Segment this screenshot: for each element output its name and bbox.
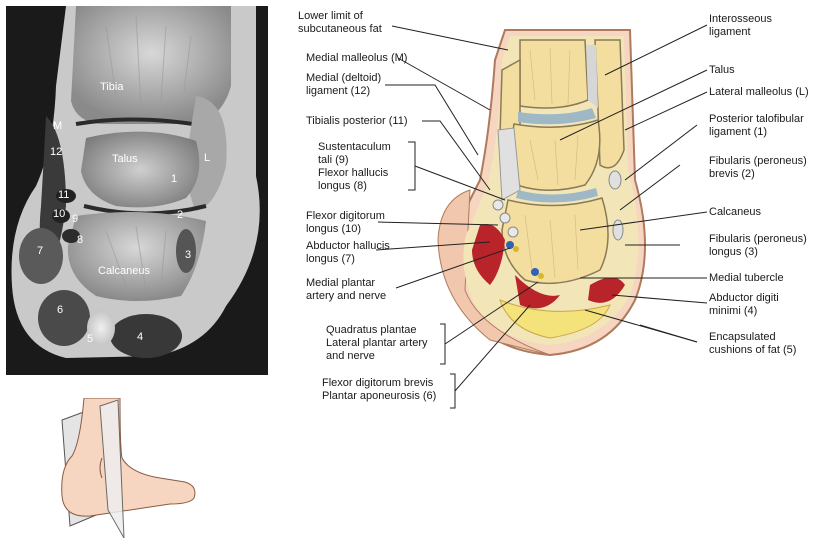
mri-label-5: 5 [87,333,94,345]
mri-label-9: 9 [72,213,79,225]
mri-label-7: 7 [37,245,44,257]
mri-label-2: 2 [177,209,184,221]
mri-image: Tibia M L 12 Talus 1 11 10 9 2 8 7 Calca… [6,6,268,375]
label-tibialis-posterior: Tibialis posterior (11) [306,115,408,127]
label-abductor-hallucis: Abductor hallucis longus (7) [306,240,390,265]
label-medial-plantar: Medial plantar artery and nerve [306,277,387,302]
label-abductor-digiti-minimi: Abductor digiti minimi (4) [709,292,779,317]
mri-tibia [71,6,231,124]
mri-label-m: M [53,120,63,132]
mri-label-8: 8 [77,234,84,246]
label-fibularis-longus: Fibularis (peroneus) longus (3) [709,233,807,258]
label-talus: Talus [709,64,735,76]
mri-drawing [6,6,268,375]
label-medial-tubercle: Medial tubercle [709,272,784,284]
mri-label-11: 11 [58,189,70,201]
label-encapsulated-fat: Encapsulated cushions of fat (5) [709,331,797,356]
mri-label-12: 12 [50,146,63,158]
foot-orientation-diagram [50,397,210,539]
mri-calcaneus [67,212,206,301]
mri-label-6: 6 [57,304,64,316]
label-lateral-malleolus: Lateral malleolus (L) [709,86,809,98]
label-lower-limit-subcutaneous-fat: Lower limit of subcutaneous fat [298,10,382,35]
label-deltoid-ligament: Medial (deltoid) ligament (12) [306,72,382,97]
mri-label-10: 10 [53,208,66,220]
mri-talus [81,131,200,208]
illus-abductor-hallucis [472,224,505,285]
illus-abductor-digiti [588,277,625,303]
label-calcaneus: Calcaneus [709,206,761,218]
illus-calcaneus [501,197,609,285]
label-interosseous-ligament: Interosseous ligament [709,13,772,38]
mri-label-4: 4 [137,331,144,343]
mri-label-3: 3 [185,249,192,261]
illus-tibia [519,39,589,109]
mri-label-tibia: Tibia [100,81,124,93]
label-flexor-digitorum-longus: Flexor digitorum longus (10) [306,210,385,235]
label-sustentaculum-fhl: Sustentaculum tali (9) Flexor hallucis l… [318,141,391,192]
illus-fibula [594,39,625,169]
label-fdb-plantar-aponeurosis: Flexor digitorum brevis Plantar aponeuro… [322,377,437,402]
label-quadratus-plantae: Quadratus plantae Lateral plantar artery… [326,324,428,362]
mri-label-talus: Talus [112,153,138,165]
label-medial-malleolus: Medial malleolus (M) [306,52,408,64]
mri-label-1: 1 [171,173,178,185]
mri-label-l: L [204,152,211,164]
ankle-coronal-illustration [437,29,646,357]
label-fibularis-brevis: Fibularis (peroneus) brevis (2) [709,155,807,180]
label-posterior-talofibular: Posterior talofibular ligament (1) [709,113,804,138]
mri-label-calcaneus: Calcaneus [98,265,150,277]
